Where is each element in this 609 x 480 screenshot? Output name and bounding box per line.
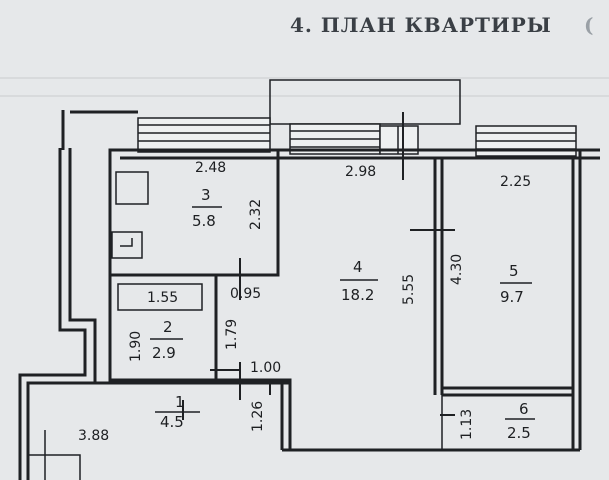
walls (18, 148, 600, 480)
sink-tap-icon (120, 238, 133, 247)
room2-area: 2.9 (152, 344, 176, 362)
plan-title-tail: ( (584, 13, 594, 37)
paper-lines (0, 77, 609, 97)
room6-area: 2.5 (507, 424, 531, 442)
room6-number: 6 (519, 400, 529, 418)
room5-width: 2.25 (500, 174, 531, 190)
room1-area: 4.5 (160, 413, 184, 431)
room1-width: 3.88 (78, 428, 109, 444)
doorway-dim: 1.00 (250, 360, 281, 376)
corridor-length-dim: 1.79 (224, 319, 240, 350)
stove-icon (115, 171, 149, 205)
room5-number: 5 (509, 262, 519, 280)
room4-depth: 5.55 (401, 274, 417, 305)
room2-depth: 1.90 (128, 331, 144, 362)
door-ticks (182, 112, 455, 420)
room1-number: 1 (175, 393, 185, 411)
sink-icon (111, 231, 143, 259)
room4-number: 4 (353, 258, 363, 276)
room5-area: 9.7 (500, 288, 524, 306)
room1-depth: 1.26 (250, 401, 266, 432)
plan-title: 4. ПЛАН КВАРТИРЫ (290, 13, 552, 37)
room3-width: 2.48 (195, 160, 226, 176)
room2-width: 1.55 (147, 290, 178, 306)
balcony (269, 79, 461, 125)
corridor-width-dim: 0.95 (230, 286, 261, 302)
top-windows (137, 117, 577, 157)
room3-depth: 2.32 (248, 199, 264, 230)
room6-depth: 1.13 (459, 409, 475, 440)
room5-depth: 4.30 (449, 254, 465, 285)
room4-width: 2.98 (345, 164, 376, 180)
room3-number: 3 (201, 186, 211, 204)
room4-area: 18.2 (341, 286, 374, 304)
room2-number: 2 (163, 318, 173, 336)
room3-area: 5.8 (192, 212, 216, 230)
